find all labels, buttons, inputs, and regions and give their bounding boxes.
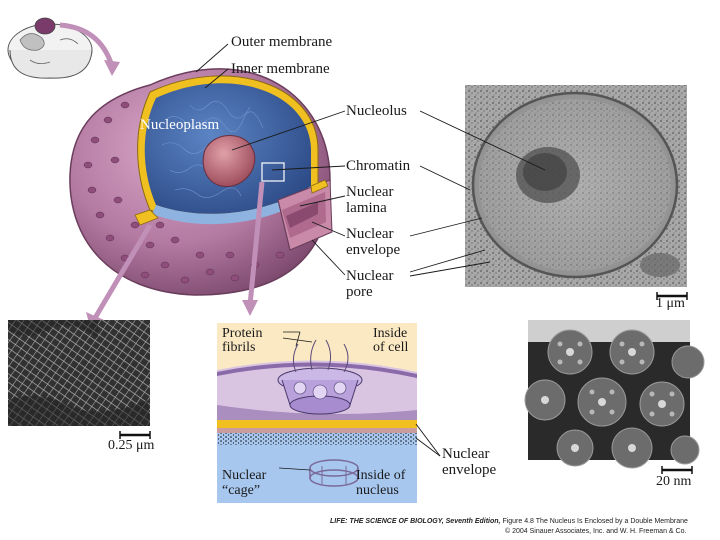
credit-book-title: LIFE: THE SCIENCE OF BIOLOGY, Seventh Ed… (330, 518, 500, 525)
label-nuclear-lamina-line1: Nuclear (346, 184, 393, 200)
label-nuclear-pore-line2: pore (346, 284, 373, 300)
label-nuclear-envelope-line1: Nuclear (346, 226, 393, 242)
label-inside-nucleus-line2: nucleus (356, 484, 399, 498)
label-nuclear-pore-line1: Nuclear (346, 268, 393, 284)
label-inside-cell-line1: Inside (373, 327, 407, 341)
label-protein-fibrils-line2: fibrils (222, 341, 255, 355)
pore-micrograph (525, 320, 704, 468)
label-nuclear-envelope-line2: envelope (346, 242, 400, 258)
label-outer-membrane: Outer membrane (231, 34, 332, 50)
label-chromatin: Chromatin (346, 158, 410, 174)
tem-nucleus-photo (465, 85, 687, 287)
label-nuclear-cage-line1: Nuclear (222, 469, 266, 483)
label-inside-cell-line2: of cell (373, 341, 408, 355)
label-nucleolus: Nucleolus (346, 103, 407, 119)
scale-label-tem: 1 μm (656, 296, 685, 312)
label-inset-nuclear-envelope-line2: envelope (442, 462, 496, 478)
label-nuclear-cage-line2: “cage” (222, 484, 260, 498)
label-inner-membrane: Inner membrane (231, 61, 330, 77)
scale-label-pore: 20 nm (656, 474, 691, 490)
label-inset-nuclear-envelope-line1: Nuclear (442, 446, 489, 462)
label-nucleoplasm: Nucleoplasm (140, 117, 219, 133)
figure-credit-line2: © 2004 Sinauer Associates, Inc. and W. H… (505, 528, 686, 535)
label-nuclear-lamina-line2: lamina (346, 200, 387, 216)
lamina-micrograph (8, 320, 150, 426)
credit-figure-caption: Figure 4.8 The Nucleus Is Enclosed by a … (502, 518, 687, 525)
label-inside-nucleus-line1: Inside of (356, 469, 405, 483)
label-protein-fibrils-line1: Protein (222, 327, 262, 341)
figure-credit-line1: LIFE: THE SCIENCE OF BIOLOGY, Seventh Ed… (330, 518, 688, 525)
nucleus-model (70, 69, 332, 295)
scale-label-lamina: 0.25 μm (108, 438, 154, 454)
